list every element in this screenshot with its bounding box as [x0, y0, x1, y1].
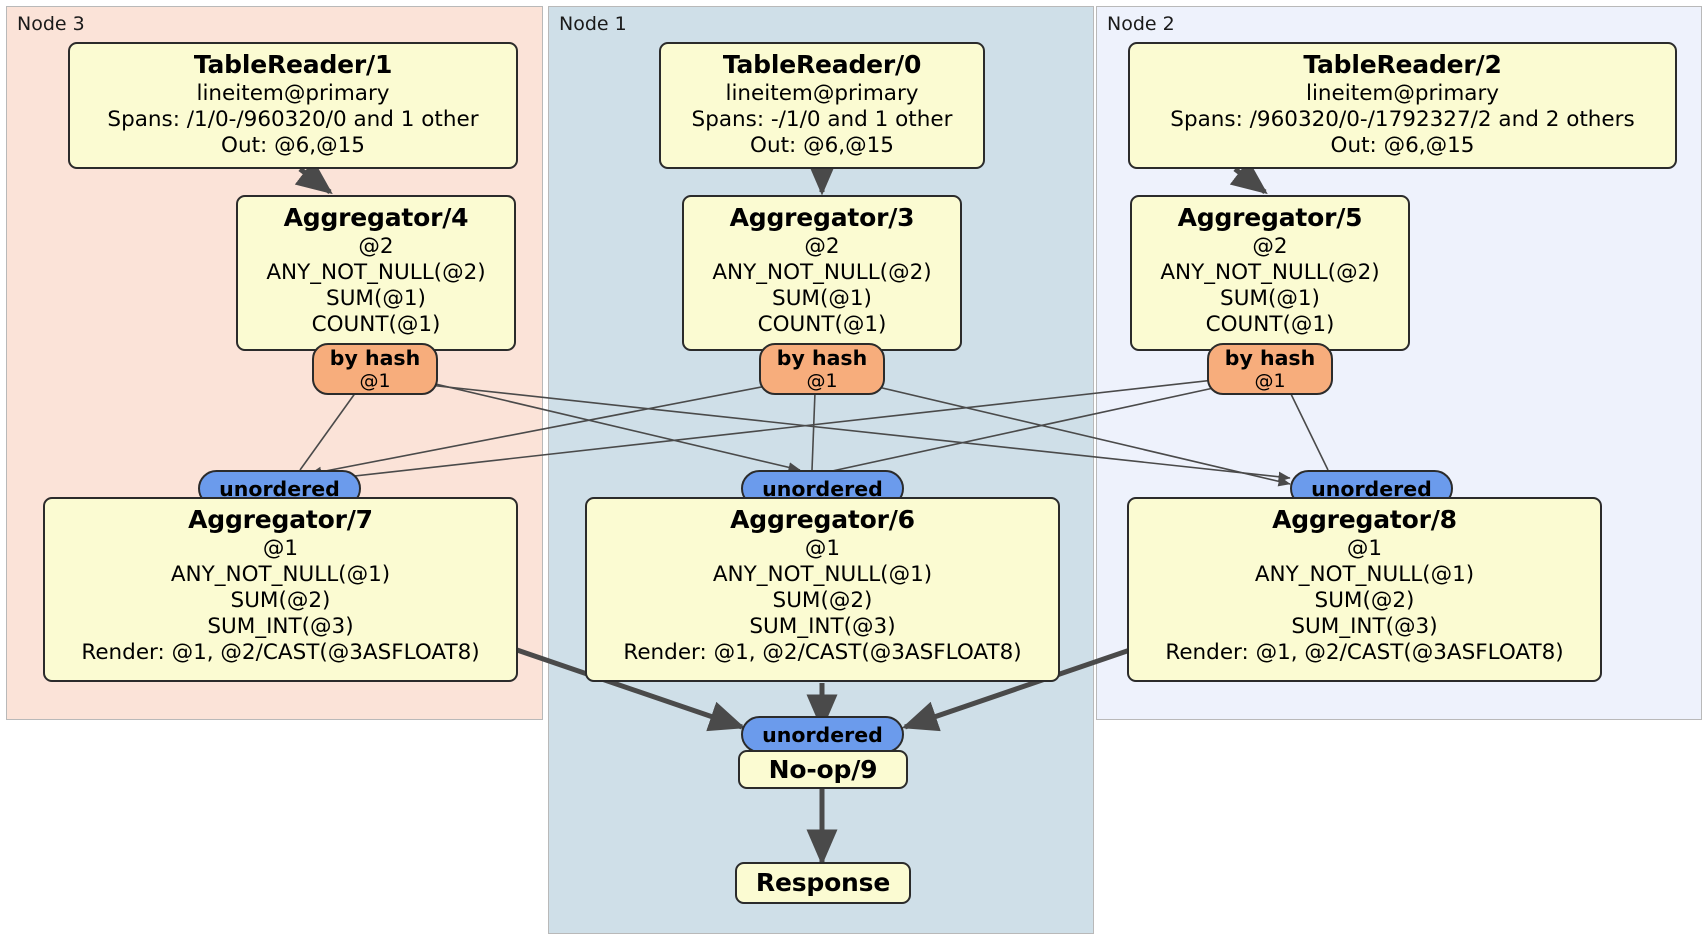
- node-detail-line: ANY_NOT_NULL(@2): [1160, 260, 1380, 285]
- node-detail-line: ANY_NOT_NULL(@1): [170, 562, 391, 587]
- region-node-3-label: Node 3: [17, 13, 85, 35]
- router-sublabel: @1: [806, 370, 838, 392]
- node-detail-line: Spans: /960320/0-/1792327/2 and 2 others: [1170, 107, 1635, 132]
- node-detail-line: ANY_NOT_NULL(@2): [266, 260, 486, 285]
- node-detail-line: @2: [1252, 234, 1288, 259]
- node-detail-line: @2: [358, 234, 394, 259]
- node-detail-line: SUM_INT(@3): [1291, 614, 1438, 639]
- router-by-hash-mid[interactable]: by hash @1: [759, 343, 885, 395]
- router-label: unordered: [1311, 476, 1432, 501]
- router-unordered-final[interactable]: unordered: [741, 716, 904, 753]
- node-detail-line: SUM(@1): [1220, 286, 1320, 311]
- router-label: unordered: [762, 476, 883, 501]
- node-detail-line: ANY_NOT_NULL(@1): [1254, 562, 1475, 587]
- node-detail-line: Render: @1, @2/CAST(@3ASFLOAT8): [81, 640, 480, 665]
- node-aggregator-3[interactable]: Aggregator/3 @2 ANY_NOT_NULL(@2) SUM(@1)…: [682, 195, 962, 351]
- node-no-op-9[interactable]: No-op/9: [738, 750, 908, 789]
- node-response[interactable]: Response: [735, 862, 911, 904]
- node-detail-line: ANY_NOT_NULL(@1): [712, 562, 933, 587]
- node-detail-line: ANY_NOT_NULL(@2): [712, 260, 932, 285]
- node-aggregator-7[interactable]: Aggregator/7 @1 ANY_NOT_NULL(@1) SUM(@2)…: [43, 497, 518, 682]
- node-title: TableReader/1: [193, 50, 393, 79]
- node-detail-line: lineitem@primary: [196, 81, 390, 106]
- node-detail-line: @2: [804, 234, 840, 259]
- node-aggregator-6[interactable]: Aggregator/6 @1 ANY_NOT_NULL(@1) SUM(@2)…: [585, 497, 1060, 682]
- node-detail-line: @1: [1346, 536, 1383, 561]
- node-detail-line: SUM_INT(@3): [749, 614, 896, 639]
- region-node-2-label: Node 2: [1107, 13, 1175, 35]
- node-title: No-op/9: [768, 754, 878, 784]
- router-sublabel: @1: [359, 370, 391, 392]
- router-by-hash-right[interactable]: by hash @1: [1207, 343, 1333, 395]
- node-title: Aggregator/7: [188, 505, 373, 534]
- router-label: unordered: [762, 722, 883, 747]
- node-detail-line: Render: @1, @2/CAST(@3ASFLOAT8): [1165, 640, 1564, 665]
- node-tablereader-1[interactable]: TableReader/1 lineitem@primary Spans: /1…: [68, 42, 518, 169]
- node-aggregator-5[interactable]: Aggregator/5 @2 ANY_NOT_NULL(@2) SUM(@1)…: [1130, 195, 1410, 351]
- node-tablereader-2[interactable]: TableReader/2 lineitem@primary Spans: /9…: [1128, 42, 1677, 169]
- node-title: Response: [755, 868, 891, 897]
- node-tablereader-0[interactable]: TableReader/0 lineitem@primary Spans: -/…: [659, 42, 985, 169]
- node-detail-line: Out: @6,@15: [1330, 133, 1475, 158]
- node-title: Aggregator/8: [1272, 505, 1457, 534]
- node-detail-line: SUM(@1): [772, 286, 872, 311]
- node-detail-line: Spans: /1/0-/960320/0 and 1 other: [107, 107, 479, 132]
- node-aggregator-8[interactable]: Aggregator/8 @1 ANY_NOT_NULL(@1) SUM(@2)…: [1127, 497, 1602, 682]
- router-sublabel: @1: [1254, 370, 1286, 392]
- router-label: by hash: [776, 346, 868, 370]
- router-by-hash-left[interactable]: by hash @1: [312, 343, 438, 395]
- node-detail-line: Out: @6,@15: [750, 133, 894, 158]
- node-title: Aggregator/4: [283, 203, 469, 232]
- node-detail-line: SUM(@1): [326, 286, 426, 311]
- router-label: unordered: [219, 476, 340, 501]
- node-detail-line: SUM(@2): [1314, 588, 1415, 613]
- node-detail-line: SUM(@2): [230, 588, 331, 613]
- node-detail-line: SUM_INT(@3): [207, 614, 354, 639]
- node-detail-line: lineitem@primary: [1305, 81, 1500, 106]
- node-detail-line: Out: @6,@15: [221, 133, 365, 158]
- region-node-1-label: Node 1: [559, 13, 627, 35]
- node-detail-line: COUNT(@1): [1205, 312, 1335, 337]
- node-title: Aggregator/3: [729, 203, 915, 232]
- node-detail-line: @1: [262, 536, 299, 561]
- node-title: TableReader/0: [722, 50, 922, 79]
- router-label: by hash: [329, 346, 421, 370]
- node-title: Aggregator/5: [1177, 203, 1363, 232]
- node-title: Aggregator/6: [730, 505, 915, 534]
- node-detail-line: SUM(@2): [772, 588, 873, 613]
- node-detail-line: Render: @1, @2/CAST(@3ASFLOAT8): [623, 640, 1022, 665]
- node-aggregator-4[interactable]: Aggregator/4 @2 ANY_NOT_NULL(@2) SUM(@1)…: [236, 195, 516, 351]
- node-detail-line: Spans: -/1/0 and 1 other: [691, 107, 953, 132]
- node-detail-line: COUNT(@1): [757, 312, 887, 337]
- node-detail-line: @1: [804, 536, 841, 561]
- node-detail-line: lineitem@primary: [725, 81, 919, 106]
- node-title: TableReader/2: [1303, 50, 1502, 79]
- node-detail-line: COUNT(@1): [311, 312, 441, 337]
- router-label: by hash: [1224, 346, 1316, 370]
